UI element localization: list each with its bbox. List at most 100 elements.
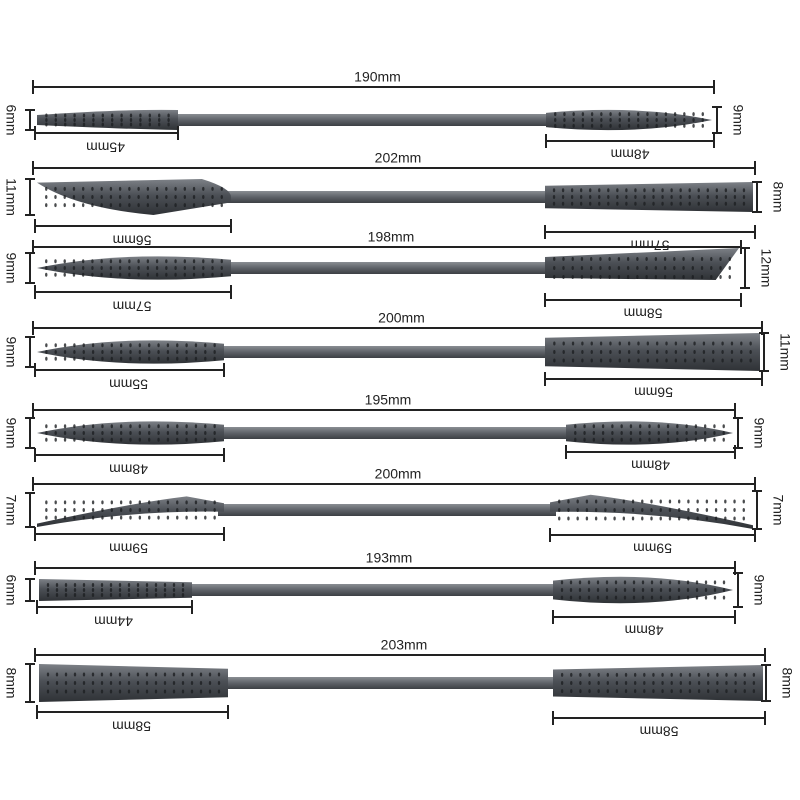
rasp-tooth [82,515,85,520]
rasp-tooth [592,437,596,442]
rasp-tooth [583,431,586,435]
rasp-tooth [101,118,105,122]
rasp-tooth [63,272,66,277]
rasp-tooth [664,112,668,117]
rasp-tooth [73,672,77,677]
rasp-tooth [101,515,104,520]
rasp-tooth [185,500,188,505]
rasp-tooth [129,113,133,118]
rasp-tooth [685,424,688,429]
rasp-tooth [733,201,737,206]
handle-shaft [172,114,552,126]
rasp-tooth [176,343,179,348]
rasp-tooth [587,595,591,600]
rasp-tooth [92,118,95,122]
left-height-label: 7mm [3,494,19,525]
rasp-tooth [54,350,57,354]
rasp-tooth [622,516,626,521]
rasp-tooth [145,588,149,592]
rasp-tooth [569,580,573,585]
rasp-tooth [101,122,105,127]
rasp-tooth [63,186,66,191]
rasp-tooth [579,201,583,206]
right-height-label: 9mm [730,104,746,135]
rasp-tooth [213,508,216,512]
rasp-tooth [581,123,585,128]
rasp-tooth [590,123,594,128]
rasp-tooth [202,195,205,199]
rasp-tooth [600,123,603,128]
rasp-tooth [54,431,57,435]
total-length-label: 200mm [378,310,425,326]
rasp-tooth [166,500,170,505]
handle-shaft [218,346,551,358]
rasp-tooth [213,437,216,442]
rasp-tooth [139,122,142,127]
rasp-tooth [623,588,627,592]
rasp-tooth [599,350,603,354]
rasp-tooth [55,681,59,685]
rasp-tooth [109,203,113,208]
rasp-tooth [673,118,677,122]
rasp-tooth [687,516,690,521]
rasp-tooth [734,672,737,677]
rasp-tooth [81,259,85,264]
rasp-tooth [634,188,637,193]
rasp-tooth [626,266,630,270]
rasp-tooth [138,508,142,512]
rasp-tooth [601,424,605,429]
rasp-tooth [637,358,640,363]
rasp-tooth [119,424,123,429]
rasp-tooth [158,118,161,122]
rasp-tooth [63,500,67,505]
rasp-tooth [728,257,731,261]
rasp-tooth [733,195,737,199]
rasp-tooth [118,266,122,270]
rasp-tooth [618,341,621,346]
rasp-tooth [705,508,709,512]
rasp-tooth [650,499,653,504]
rasp-tooth [693,341,696,346]
rasp-tooth [45,272,48,277]
rasp-tooth [92,113,95,118]
rasp-tooth [46,583,50,588]
rasp-tooth [571,257,574,261]
rasp-tooth [82,508,85,512]
rasp-tooth [176,500,179,505]
rasp-tooth [668,595,672,600]
rasp-tooth [677,580,681,585]
rasp-tooth [713,437,716,442]
left-length-label: 45mm [86,139,125,155]
rasp-tooth [622,508,626,512]
rasp-tooth [685,437,688,442]
rasp-tooth [624,689,628,694]
rasp-tooth [650,588,654,592]
rasp-tooth [710,257,713,261]
rasp-tooth [623,595,627,600]
rasp-tooth [129,356,132,361]
right-length-label: 48mm [631,457,670,473]
rasp-tooth [118,681,122,685]
rasp-tooth [707,681,710,685]
rasp-tooth [688,672,692,677]
rasp-tooth [682,275,685,279]
rasp-tooth [183,186,187,191]
rasp-tooth [146,186,150,191]
rasp-tooth [679,689,683,694]
rasp-tooth [118,272,122,277]
rasp-tooth [148,500,151,505]
rasp-tooth [596,580,600,585]
rasp-tooth [63,437,67,442]
rasp-tooth [91,272,94,277]
right-length-label: 48mm [611,146,650,162]
rasp-tooth [691,266,695,270]
rasp-tooth [725,672,728,677]
rasp-tooth [590,341,593,346]
rasp-tooth [558,508,561,512]
rasp-tooth [721,350,724,354]
rasp-tooth [127,672,131,677]
rasp-tooth [631,508,635,512]
rasp-tooth [687,499,690,504]
